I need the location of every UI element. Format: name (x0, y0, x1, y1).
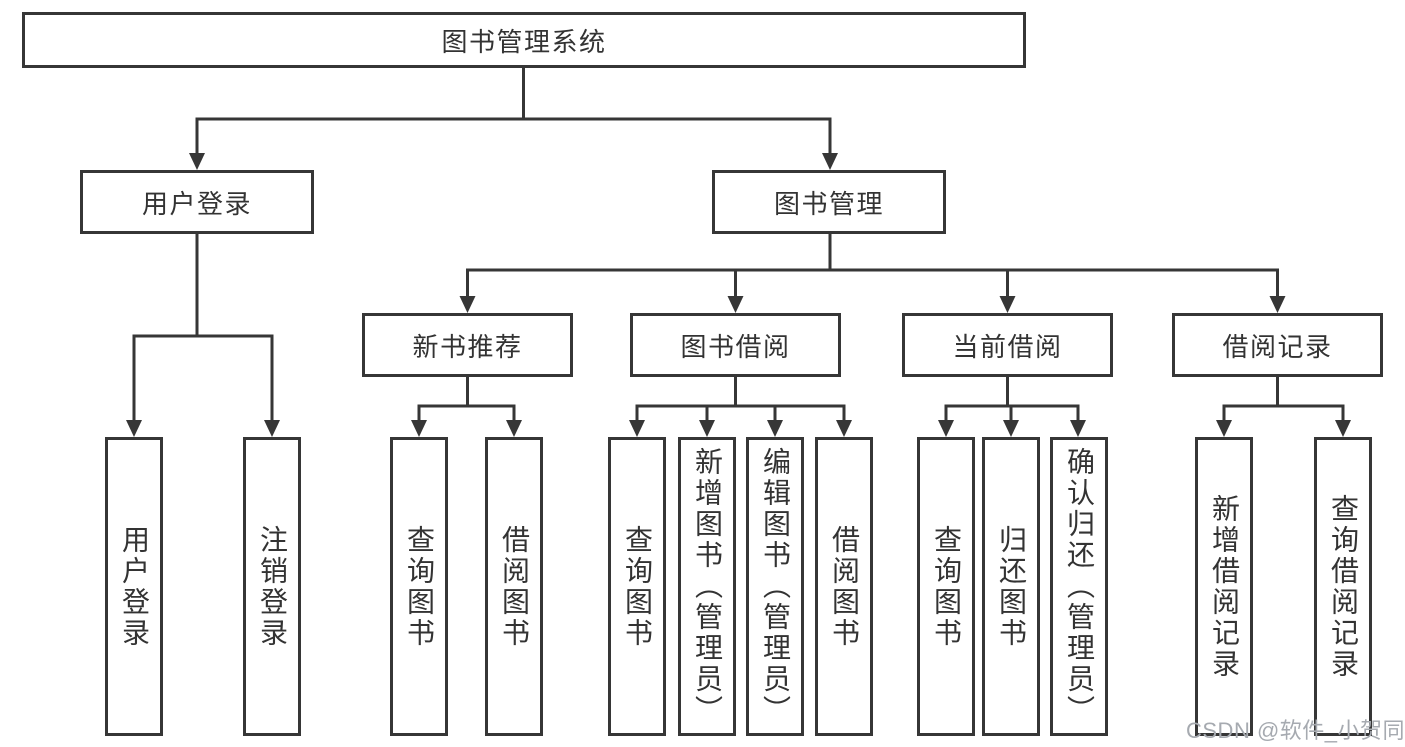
leaf-recommend-query-book: 查询图书 (390, 437, 448, 736)
node-borrow-records: 借阅记录 (1172, 313, 1383, 377)
leaf-label: 注销登录 (257, 524, 288, 649)
split-book-management (466, 268, 1279, 298)
leaf-label: 借阅图书 (829, 524, 860, 649)
split-level1 (195, 117, 832, 155)
node-user-login: 用户登录 (80, 170, 314, 234)
arrowhead (999, 296, 1016, 313)
arrowhead (767, 420, 783, 437)
split-recommend (417, 404, 516, 422)
arrowhead (459, 296, 476, 313)
arrowhead (126, 420, 142, 437)
arrowhead (411, 420, 427, 437)
arrowhead (1070, 420, 1086, 437)
leaf-label: 用户登录 (119, 524, 150, 649)
leaf-records-query-record: 查询借阅记录 (1314, 437, 1372, 736)
node-book-borrow: 图书借阅 (630, 313, 841, 377)
leaf-borrow-borrow-book: 借阅图书 (815, 437, 873, 736)
leaf-current-return-book: 归还图书 (982, 437, 1040, 736)
split-records (1222, 404, 1345, 422)
node-new-book-recommend-label: 新书推荐 (412, 331, 523, 362)
node-book-management: 图书管理 (712, 170, 946, 234)
node-borrow-records-label: 借阅记录 (1222, 331, 1333, 362)
leaf-label: 借阅图书 (499, 524, 530, 649)
arrowhead (1216, 420, 1232, 437)
leaf-label: 查询借阅记录 (1328, 493, 1359, 680)
arrowhead (727, 296, 744, 313)
node-root-label: 图书管理系统 (441, 26, 607, 57)
split-borrow (635, 404, 846, 422)
arrowhead (506, 420, 522, 437)
arrowhead (189, 153, 205, 170)
leaf-label: 查询图书 (931, 524, 962, 649)
arrowhead (938, 420, 954, 437)
leaf-label: 归还图书 (996, 524, 1027, 649)
arrowhead (1003, 420, 1019, 437)
arrowhead (264, 420, 280, 437)
arrowhead (629, 420, 645, 437)
leaf-current-query-book: 查询图书 (917, 437, 975, 736)
node-user-login-label: 用户登录 (141, 188, 252, 219)
leaf-label: 新增借阅记录 (1209, 493, 1240, 680)
watermark: CSDN @软件_小贺同学 (1186, 718, 1405, 743)
arrowhead (836, 420, 852, 437)
arrowhead (699, 420, 715, 437)
leaf-label: 新增图书（管理员） (692, 447, 723, 726)
leaf-label: 确认归还（管理员） (1064, 447, 1095, 726)
node-current-borrow: 当前借阅 (902, 313, 1113, 377)
leaf-login-logout: 注销登录 (243, 437, 301, 736)
leaf-borrow-edit-book-admin: 编辑图书（管理员） (746, 437, 804, 736)
leaf-label: 查询图书 (622, 524, 653, 649)
split-user-login (132, 334, 274, 422)
leaf-login-user-login: 用户登录 (105, 437, 163, 736)
leaf-label: 编辑图书（管理员） (760, 447, 791, 726)
node-book-management-label: 图书管理 (773, 188, 884, 219)
leaf-label: 查询图书 (404, 524, 435, 649)
node-root: 图书管理系统 (22, 12, 1026, 68)
arrowhead (1335, 420, 1351, 437)
node-current-borrow-label: 当前借阅 (952, 331, 1063, 362)
leaf-current-confirm-return-admin: 确认归还（管理员） (1050, 437, 1108, 736)
node-book-borrow-label: 图书借阅 (680, 331, 791, 362)
leaf-records-add-record: 新增借阅记录 (1195, 437, 1253, 736)
leaf-borrow-add-book-admin: 新增图书（管理员） (678, 437, 736, 736)
leaf-recommend-borrow-book: 借阅图书 (485, 437, 543, 736)
arrowhead (822, 153, 838, 170)
arrowhead (1269, 296, 1286, 313)
leaf-borrow-query-book: 查询图书 (608, 437, 666, 736)
node-new-book-recommend: 新书推荐 (362, 313, 573, 377)
